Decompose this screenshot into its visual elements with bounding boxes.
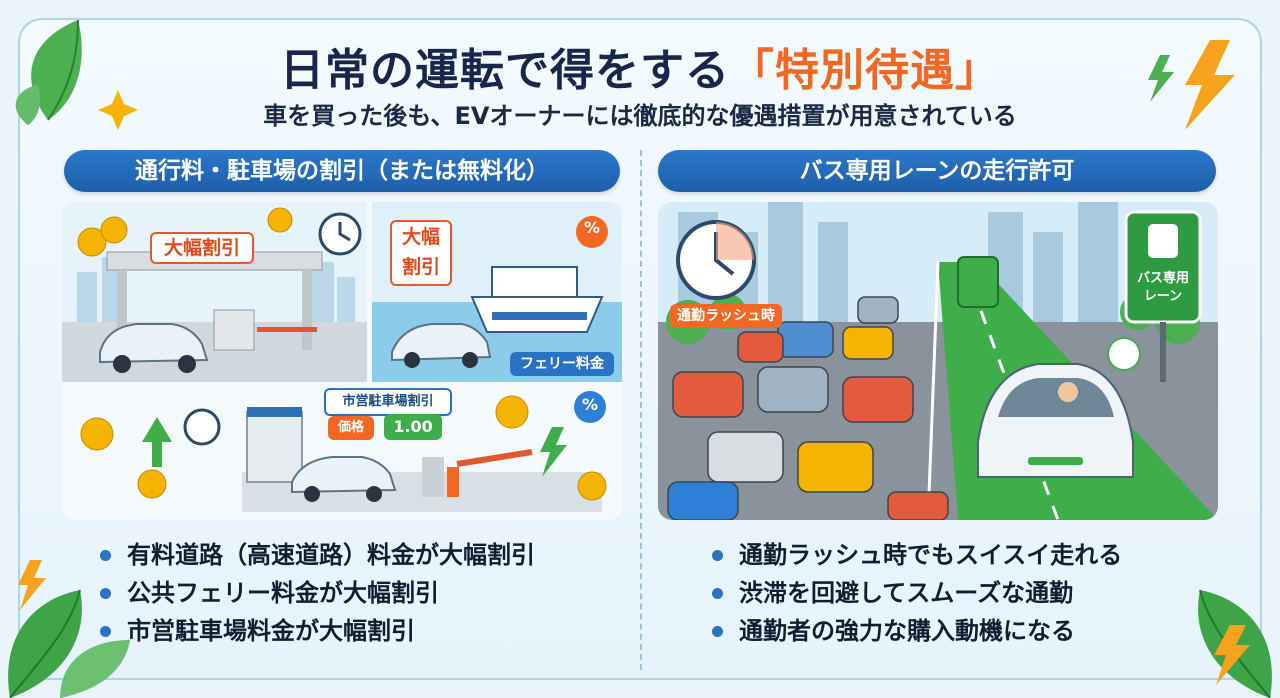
left-illustration: 大幅割引 大幅 割引 フェリー料金 市営駐車場割引 価格 1.00 % %	[62, 202, 622, 520]
list-item: 通勤ラッシュ時でもスイスイ走れる	[712, 536, 1122, 574]
page-subtitle: 車を買った後も、EVオーナーには徹底的な優遇措置が用意されている	[263, 102, 1017, 130]
bullet-text: 渋滞を回避してスムーズな通勤	[739, 579, 1074, 607]
ferry-sign-line1: 大幅	[401, 226, 440, 248]
price-label: 価格	[328, 416, 374, 440]
list-item: 有料道路（高速道路）料金が大幅割引	[100, 536, 535, 574]
bullet-text: 通勤ラッシュ時でもスイスイ走れる	[739, 541, 1123, 569]
page-title: 日常の運転で得をする「特別待遇」	[0, 34, 1280, 98]
bullet-text: 通勤者の強力な購入動機になる	[739, 617, 1075, 645]
title-accent: 「特別待遇」	[730, 45, 1000, 96]
rush-hour-label: 通勤ラッシュ時	[670, 304, 782, 328]
bullet-dot	[712, 549, 723, 561]
bus-lane-illustration	[658, 202, 1218, 520]
bullet-text: 市営駐車場料金が大幅割引	[127, 617, 415, 645]
bullet-text: 公共フェリー料金が大幅割引	[127, 579, 439, 607]
bus-lane-sign: バス専用 レーン	[1128, 270, 1198, 306]
right-panel-header: バス専用レーンの走行許可	[658, 150, 1216, 192]
left-bullet-list: 有料道路（高速道路）料金が大幅割引 公共フェリー料金が大幅割引 市営駐車場料金が…	[100, 536, 535, 650]
list-item: 渋滞を回避してスムーズな通勤	[712, 574, 1122, 612]
parking-discount-sign: 市営駐車場割引	[324, 388, 452, 416]
left-panel-header: 通行料・駐車場の割引（または無料化）	[64, 150, 620, 192]
bullet-dot	[712, 587, 723, 599]
list-item: 公共フェリー料金が大幅割引	[100, 574, 535, 612]
list-item: 市営駐車場料金が大幅割引	[100, 612, 535, 650]
price-value: 1.00	[384, 414, 442, 440]
ferry-fee-label: フェリー料金	[510, 352, 614, 376]
bullet-dot	[100, 549, 111, 561]
bullet-text: 有料道路（高速道路）料金が大幅割引	[127, 541, 535, 569]
right-illustration: 通勤ラッシュ時 バス専用 レーン	[658, 202, 1218, 520]
leaf-decoration-bottom-left	[8, 560, 130, 698]
lightning-decoration-top-right	[1148, 40, 1235, 130]
parking-percent-badge: %	[581, 395, 599, 414]
bus-lane-sign-line2: レーン	[1143, 289, 1183, 304]
panel-divider	[640, 150, 642, 670]
ferry-discount-sign: 大幅 割引	[390, 220, 452, 286]
right-bullet-list: 通勤ラッシュ時でもスイスイ走れる 渋滞を回避してスムーズな通勤 通勤者の強力な購…	[712, 536, 1122, 650]
bus-lane-sign-line1: バス専用	[1136, 271, 1189, 286]
toll-discount-sign: 大幅割引	[150, 232, 254, 264]
bullet-dot	[712, 625, 723, 637]
ferry-percent-badge: %	[583, 218, 601, 237]
bullet-dot	[100, 625, 111, 637]
title-main: 日常の運転で得をする	[280, 45, 730, 96]
ferry-sign-line2: 割引	[401, 256, 440, 278]
bullet-dot	[100, 587, 111, 599]
list-item: 通勤者の強力な購入動機になる	[712, 612, 1122, 650]
leaf-decoration-bottom-right	[1198, 589, 1272, 698]
leaf-decoration-top-left	[15, 19, 138, 130]
